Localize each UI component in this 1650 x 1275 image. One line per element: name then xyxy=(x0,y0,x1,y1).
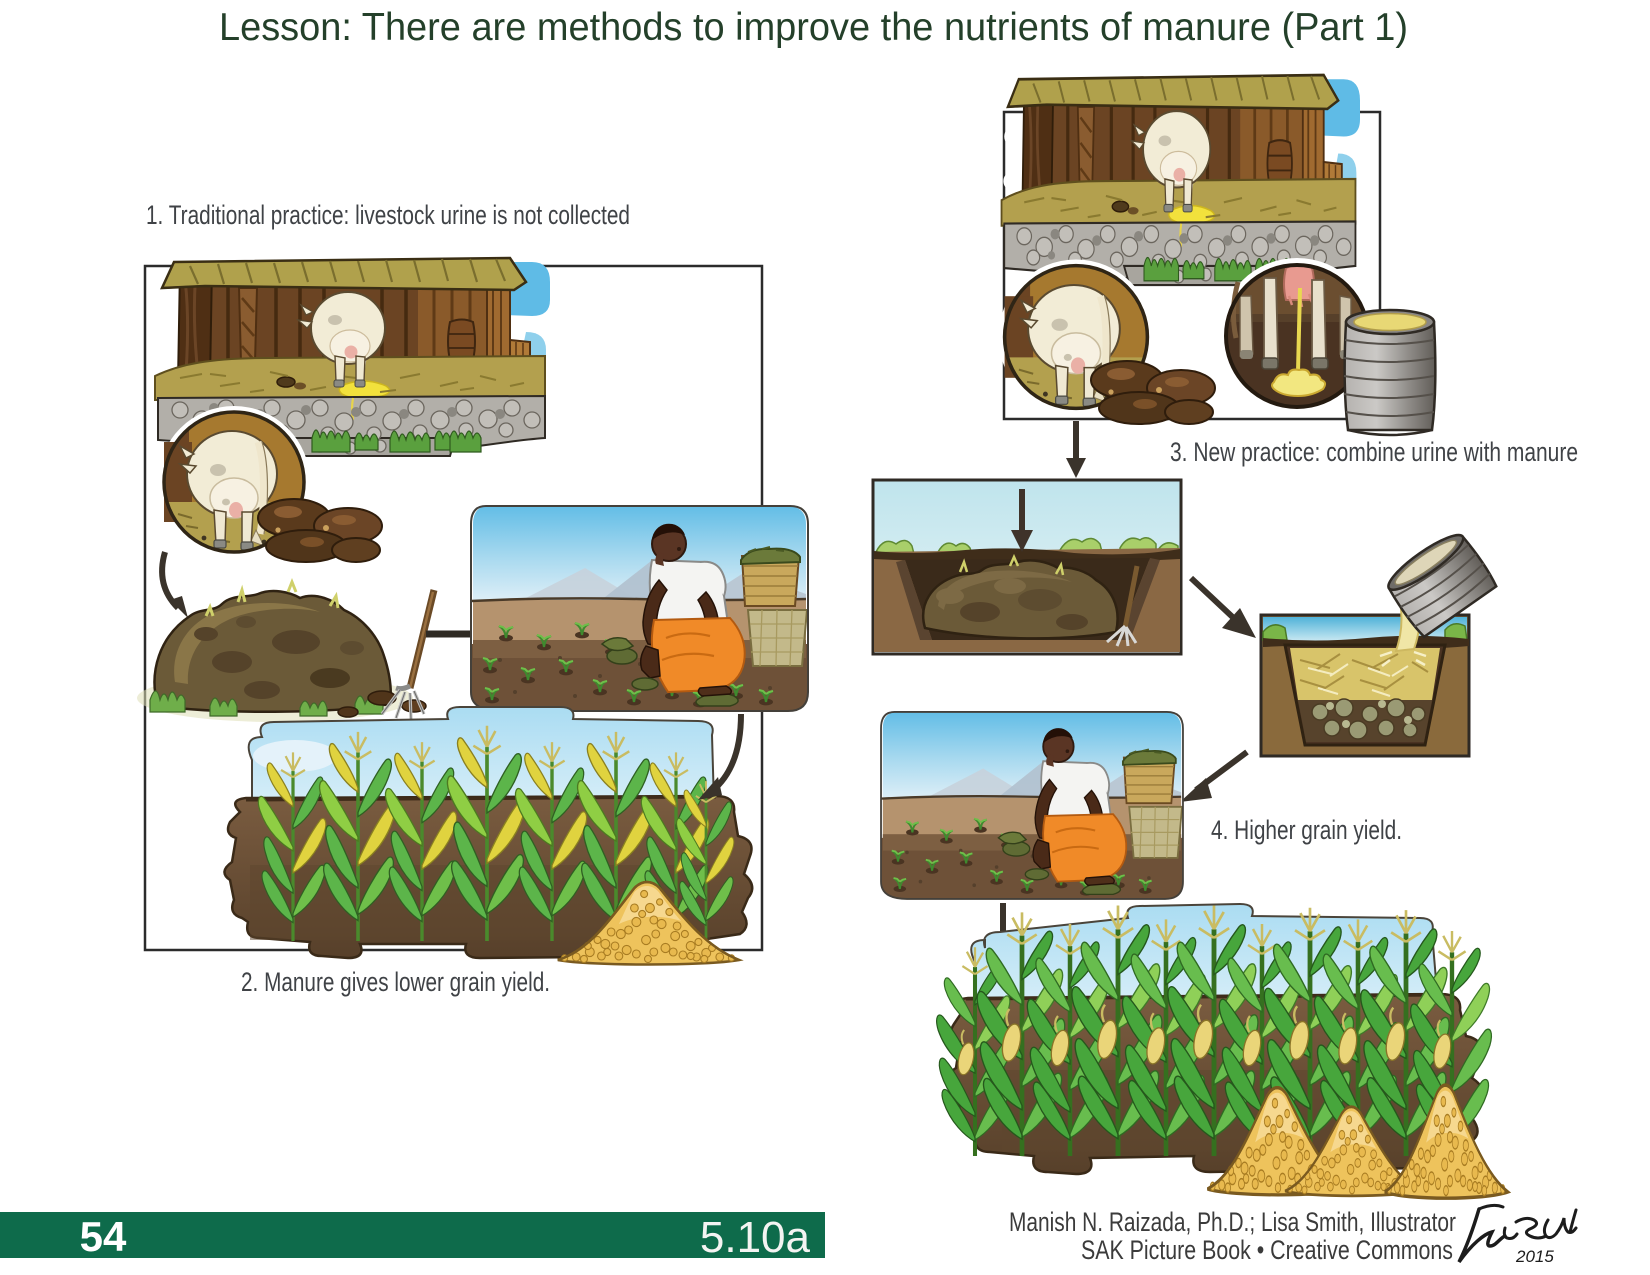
svg-text:54: 54 xyxy=(80,1213,127,1260)
svg-text:Lesson: There are methods to i: Lesson: There are methods to improve the… xyxy=(219,6,1408,49)
svg-text:Manish N. Raizada, Ph.D.; Lisa: Manish N. Raizada, Ph.D.; Lisa Smith, Il… xyxy=(1009,1207,1456,1237)
svg-text:5.10a: 5.10a xyxy=(700,1213,811,1262)
svg-text:SAK Picture Book • Creative Co: SAK Picture Book • Creative Commons xyxy=(1081,1235,1453,1265)
svg-text:2015: 2015 xyxy=(1515,1247,1554,1266)
svg-text:2. Manure gives lower grain yi: 2. Manure gives lower grain yield. xyxy=(241,967,550,997)
svg-text:3. New practice: combine urine: 3. New practice: combine urine with manu… xyxy=(1170,437,1578,467)
svg-text:1. Traditional practice: lives: 1. Traditional practice: livestock urine… xyxy=(146,200,630,230)
svg-text:4. Higher grain yield.: 4. Higher grain yield. xyxy=(1211,815,1402,845)
